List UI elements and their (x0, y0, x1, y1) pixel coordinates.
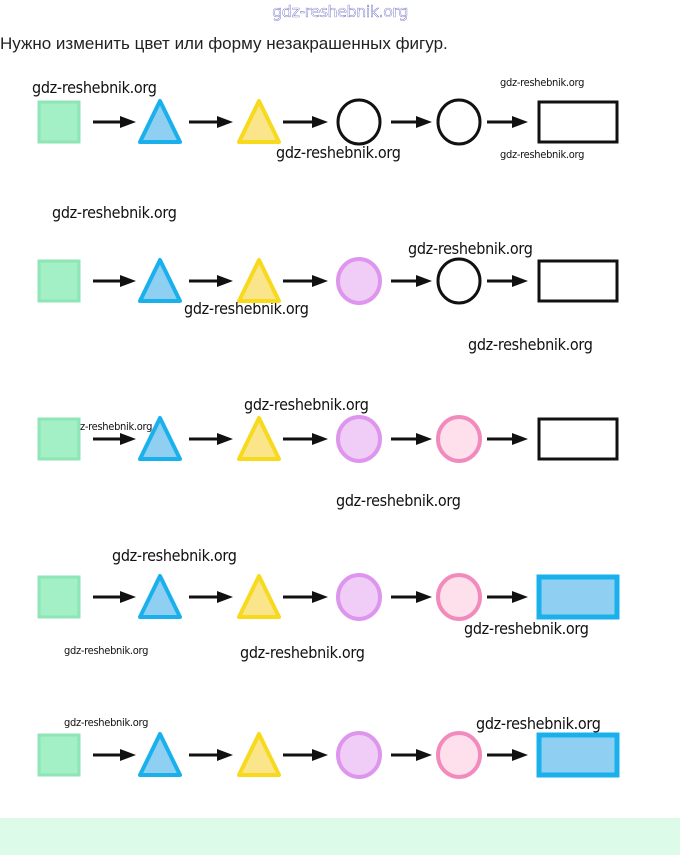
watermark: gdz-reshebnik.org (500, 76, 585, 89)
arrow-right-icon (93, 275, 136, 287)
watermark: gdz-reshebnik.org (52, 203, 177, 222)
arrow-right-icon (391, 275, 432, 287)
empty-rectangle-icon (537, 100, 619, 144)
arrow-right-icon (189, 116, 233, 128)
yellow-triangle-icon (237, 99, 281, 144)
pink-circle-icon (436, 573, 482, 621)
arrow-right-icon (189, 275, 233, 287)
task-text: Нужно изменить цвет или форму незакрашен… (0, 34, 448, 53)
arrow-right-icon (391, 116, 432, 128)
arrow-right-icon (487, 433, 528, 445)
green-square-icon (37, 417, 81, 461)
arrow-right-icon (391, 591, 432, 603)
empty-circle-icon (436, 257, 482, 305)
green-square-icon (37, 100, 81, 144)
yellow-triangle-icon (237, 574, 281, 619)
sequence-row-4 (37, 573, 620, 621)
arrow-right-icon (487, 116, 528, 128)
sequence-row-1 (37, 98, 619, 146)
violet-circle-icon (336, 573, 382, 621)
arrow-right-icon (93, 433, 136, 445)
watermark: gdz-reshebnik.org (500, 148, 585, 161)
watermark: gdz-reshebnik.org (276, 143, 401, 162)
watermark: gdz-reshebnik.org (68, 420, 153, 433)
yellow-triangle-icon (237, 416, 281, 461)
sequence-row-5 (37, 731, 620, 779)
green-square-icon (37, 733, 81, 777)
watermark: gdz-reshebnik.org (64, 644, 149, 657)
watermark: gdz-reshebnik.org (112, 546, 237, 565)
arrow-right-icon (93, 116, 136, 128)
yellow-triangle-icon (237, 732, 281, 777)
yellow-triangle-icon (237, 258, 281, 303)
watermark: gdz-reshebnik.org (184, 299, 309, 318)
watermark: gdz-reshebnik.org (464, 619, 589, 638)
footer-band (0, 818, 680, 855)
arrow-right-icon (283, 749, 328, 761)
arrow-right-icon (391, 749, 432, 761)
watermark: gdz-reshebnik.org (476, 714, 601, 733)
arrow-right-icon (93, 749, 136, 761)
pink-circle-icon (436, 415, 482, 463)
arrow-right-icon (283, 433, 328, 445)
green-square-icon (37, 259, 81, 303)
blue-triangle-icon (138, 258, 182, 303)
watermark: gdz-reshebnik.org (408, 239, 533, 258)
pink-circle-icon (436, 731, 482, 779)
arrow-right-icon (487, 275, 528, 287)
empty-rectangle-icon (537, 417, 619, 461)
arrow-right-icon (283, 591, 328, 603)
sequence-row-3 (37, 415, 619, 463)
site-watermark: gdz-reshebnik.org (272, 2, 409, 21)
watermark: gdz-reshebnik.org (32, 78, 157, 97)
watermark: gdz-reshebnik.org (468, 335, 593, 354)
watermark: gdz-reshebnik.org (244, 395, 369, 414)
violet-circle-icon (336, 415, 382, 463)
watermark: gdz-reshebnik.org (240, 643, 365, 662)
empty-circle-icon (436, 98, 482, 146)
blue-rectangle-icon (536, 732, 620, 778)
arrow-right-icon (189, 749, 233, 761)
arrow-right-icon (189, 433, 233, 445)
blue-rectangle-icon (536, 574, 620, 620)
sequence-row-2 (37, 257, 619, 305)
arrow-right-icon (487, 749, 528, 761)
blue-triangle-icon (138, 732, 182, 777)
arrow-right-icon (283, 275, 328, 287)
arrow-right-icon (93, 591, 136, 603)
blue-triangle-icon (138, 574, 182, 619)
watermark: gdz-reshebnik.org (64, 716, 149, 729)
arrow-right-icon (283, 116, 328, 128)
blue-triangle-icon (138, 99, 182, 144)
arrow-right-icon (189, 591, 233, 603)
watermark: gdz-reshebnik.org (336, 491, 461, 510)
violet-circle-icon (336, 731, 382, 779)
arrow-right-icon (391, 433, 432, 445)
arrow-right-icon (487, 591, 528, 603)
violet-circle-icon (336, 257, 382, 305)
empty-rectangle-icon (537, 259, 619, 303)
blue-triangle-icon (138, 416, 182, 461)
green-square-icon (37, 575, 81, 619)
empty-circle-icon (336, 98, 382, 146)
